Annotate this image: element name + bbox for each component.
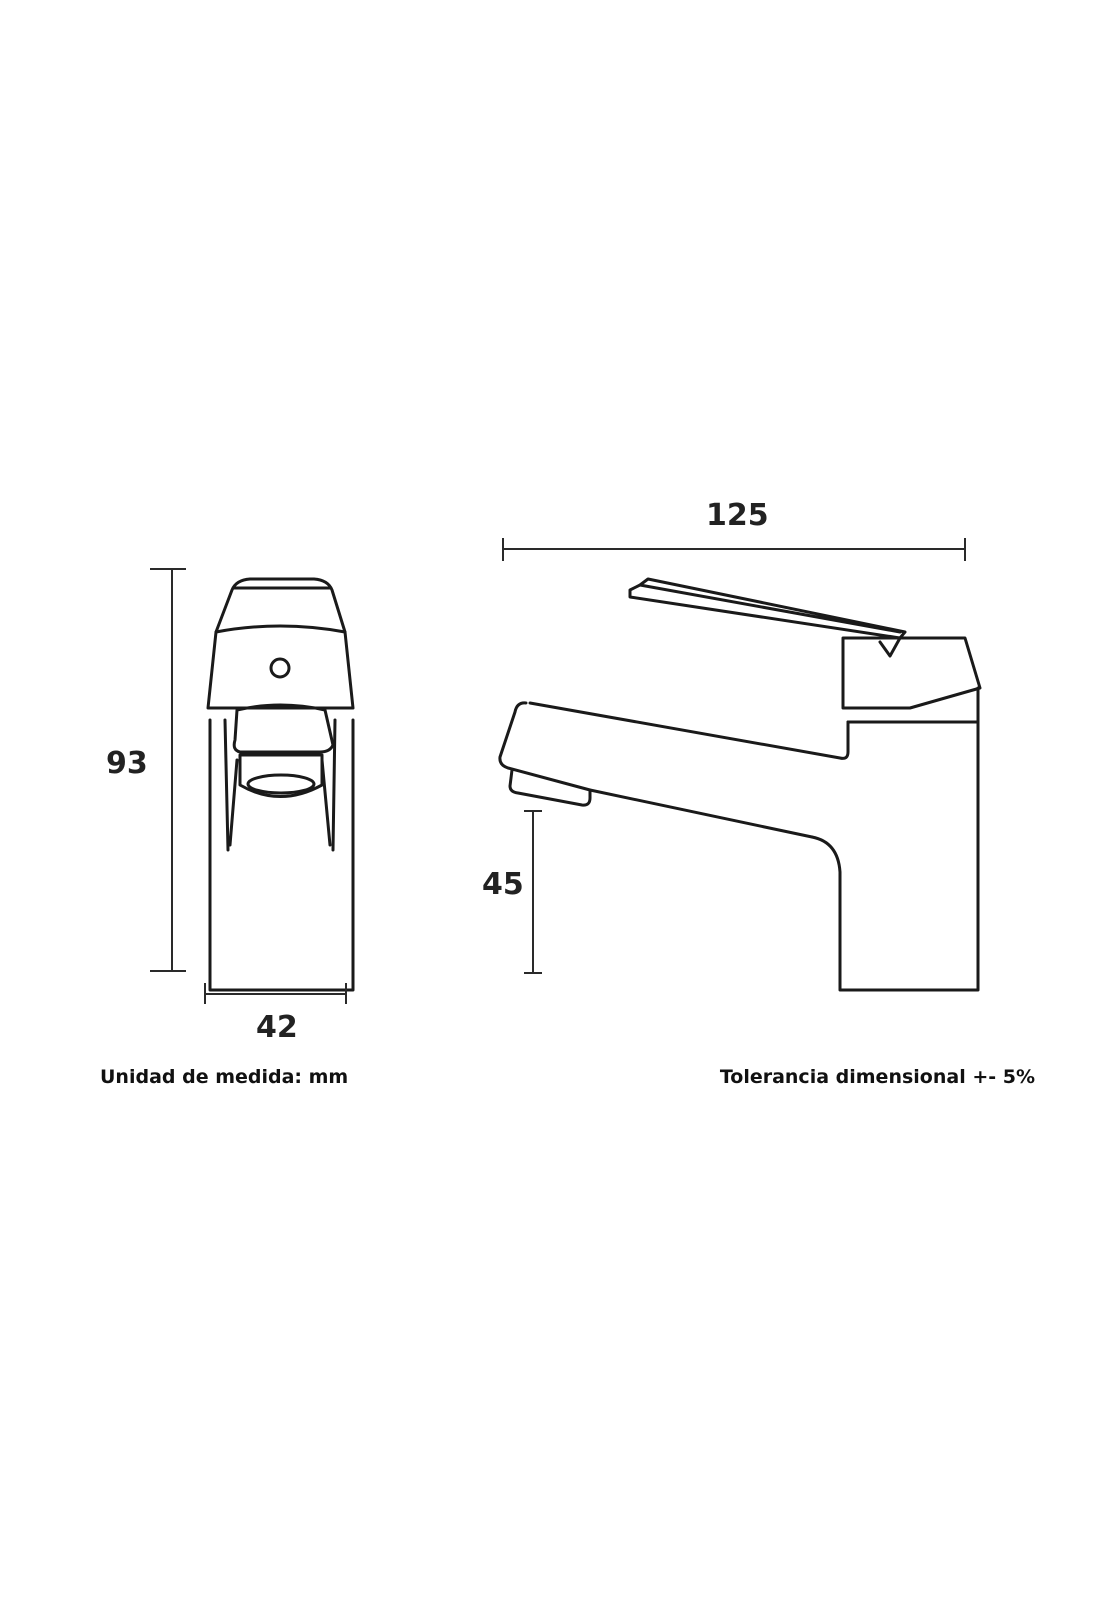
tolerance-note: Tolerancia dimensional +- 5% [719, 1066, 1035, 1088]
height-dimension-line [150, 568, 186, 972]
side-view [498, 538, 982, 992]
front-body [208, 718, 355, 992]
side-body [810, 686, 980, 992]
side-aerator [508, 768, 592, 807]
height-label: 93 [106, 746, 148, 781]
length-dimension-line [502, 538, 966, 561]
front-view [150, 568, 355, 1004]
front-nozzle [232, 703, 335, 754]
front-aerator-ring [246, 773, 316, 795]
side-lever [628, 577, 907, 640]
length-label: 125 [706, 498, 769, 533]
front-legs [223, 718, 337, 852]
side-spout [498, 701, 850, 839]
front-head-band [214, 586, 347, 634]
side-handle [841, 636, 982, 710]
unit-note: Unidad de medida: mm [100, 1066, 349, 1088]
front-head [206, 577, 355, 710]
spout-height-dimension-line [524, 810, 542, 974]
width-dimension-line [204, 983, 347, 1004]
front-aerator [238, 753, 324, 798]
front-button [269, 657, 291, 679]
spout-height-label: 45 [482, 867, 524, 902]
width-label: 42 [256, 1010, 298, 1045]
